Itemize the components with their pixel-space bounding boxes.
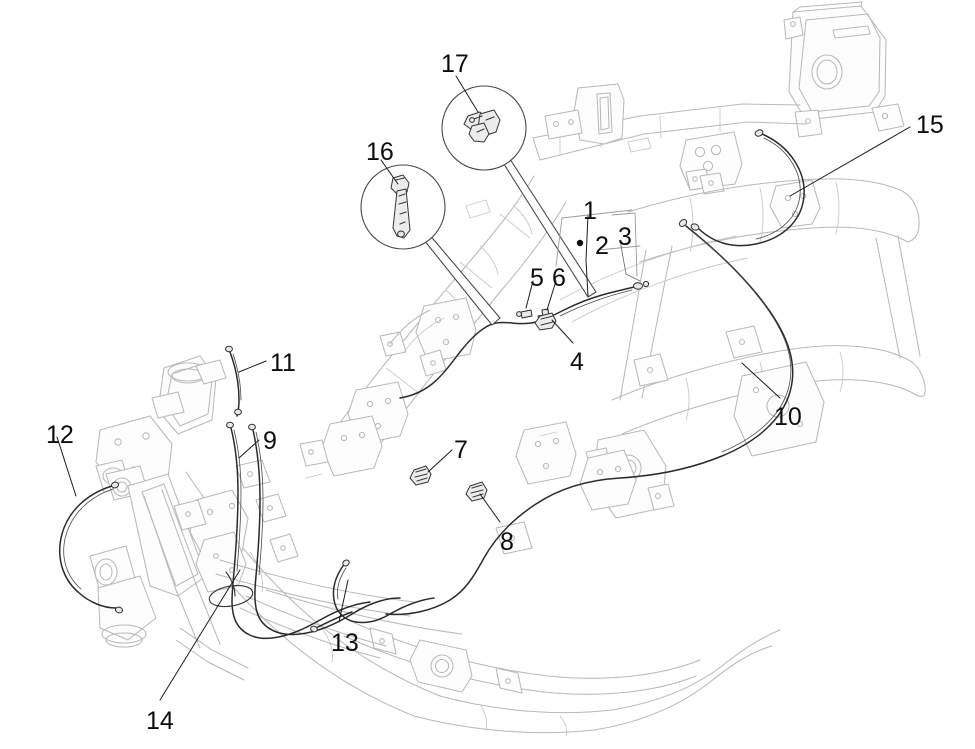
part-label-9: 9	[263, 427, 277, 455]
part-label-1: 1	[583, 197, 597, 225]
bracket-1-frame	[555, 209, 633, 267]
part-label-10: 10	[774, 403, 802, 431]
leader-17	[455, 75, 479, 113]
leader-12	[56, 436, 77, 497]
leader-13	[338, 579, 349, 623]
part-label-17: 17	[441, 50, 469, 78]
part-label-7: 7	[454, 436, 468, 464]
part-label-4: 4	[570, 348, 584, 376]
cables-and-hoses	[59, 129, 805, 640]
leader-11	[238, 360, 267, 373]
part-8-cable-clip	[465, 481, 488, 502]
leader-lines	[56, 75, 911, 701]
part-label-13: 13	[331, 629, 359, 657]
callout-17	[441, 85, 597, 298]
part-13-lower-hose	[310, 559, 435, 633]
leader-4	[551, 319, 574, 344]
part-label-16: 16	[366, 138, 394, 166]
cable-grommet	[208, 571, 254, 608]
part-label-3: 3	[618, 223, 632, 251]
leader-9	[238, 439, 260, 459]
part-10-rear-brake-pipe	[385, 219, 794, 616]
part-label-12: 12	[46, 421, 74, 449]
part-label-11: 11	[270, 349, 296, 377]
callout-bubbles	[360, 85, 597, 326]
bracket-2	[611, 212, 638, 277]
leader-1	[585, 214, 589, 297]
part-11-short-hose	[225, 345, 242, 417]
part-label-15: 15	[916, 111, 944, 139]
leader-15	[789, 126, 911, 197]
leader-5	[525, 280, 534, 309]
leader-14	[159, 569, 241, 701]
part-label-5: 5	[530, 264, 544, 292]
leader-10	[741, 362, 781, 399]
part-label-8: 8	[500, 528, 514, 556]
part-1-marker	[576, 239, 584, 247]
part-label-14: 14	[146, 707, 174, 735]
part-9-transmission-cable	[226, 421, 401, 640]
callout-16	[360, 164, 501, 326]
leader-16	[380, 159, 399, 185]
part-17-clip-detail	[463, 109, 501, 143]
leader-6	[546, 280, 557, 311]
part-7-cable-clip	[409, 465, 432, 486]
part-label-6: 6	[552, 264, 566, 292]
bracket-3-top	[597, 245, 641, 251]
part-6-pipe-clamp	[534, 312, 557, 331]
part-12-front-brake-hose	[59, 481, 124, 614]
part-15-rear-brake-hose	[690, 129, 805, 247]
leader-8	[479, 493, 501, 523]
leader-3	[619, 239, 641, 282]
part-5-fixing-screw	[516, 309, 533, 319]
part-label-2: 2	[595, 232, 609, 260]
leader-7	[427, 449, 453, 473]
